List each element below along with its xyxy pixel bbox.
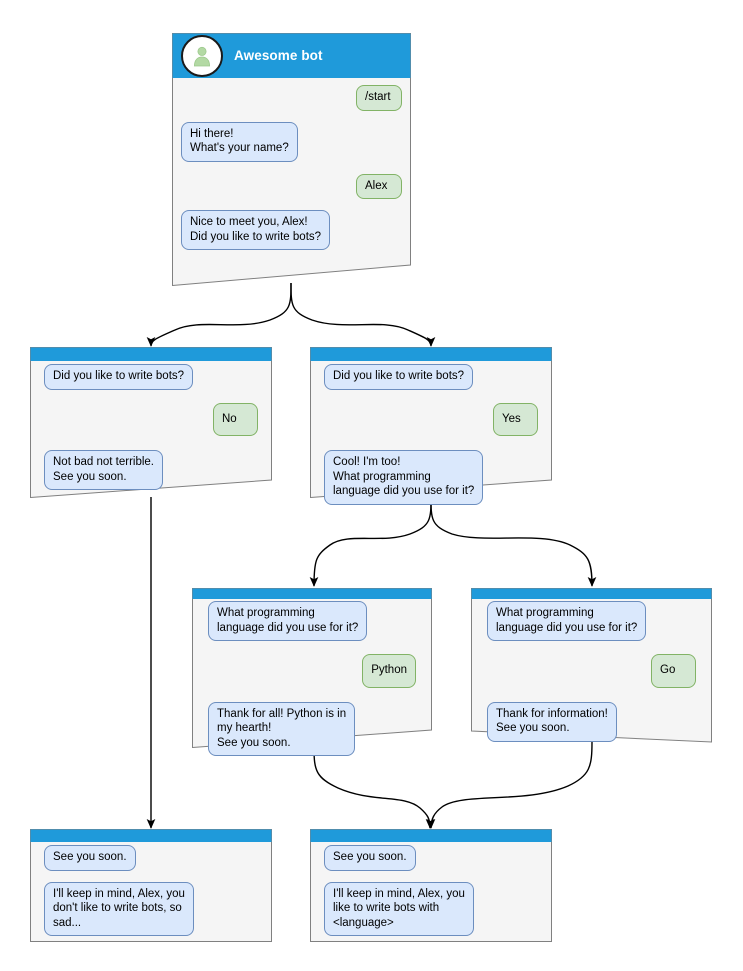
bot-message-bubble[interactable]: Cool! I'm too! What programming language… — [324, 450, 484, 505]
user-message-bubble[interactable]: Yes — [493, 402, 538, 436]
message-list: Did you like to write bots? No Not bad n… — [30, 364, 272, 490]
message-row: See you soon. — [44, 845, 258, 871]
bot-message-bubble[interactable]: Not bad not terrible. See you soon. — [44, 450, 164, 490]
card-body: What programming language did you use fo… — [471, 588, 712, 748]
message-row: See you soon. — [324, 845, 538, 871]
bot-message-bubble[interactable]: Thank for information! See you soon. — [487, 701, 617, 742]
connector-yes-to-python — [309, 496, 432, 587]
message-row: Hi there! What's your name? — [181, 121, 402, 162]
card-body: See you soon. I'll keep in mind, Alex, y… — [310, 829, 552, 942]
message-list: See you soon. I'll keep in mind, Alex, y… — [310, 845, 552, 936]
message-list: See you soon. I'll keep in mind, Alex, y… — [30, 845, 272, 936]
connector-yes-to-go — [430, 496, 597, 587]
user-message-bubble[interactable]: /start — [356, 85, 402, 111]
card-answer-yes[interactable]: Did you like to write bots? Yes Cool! I'… — [310, 347, 552, 505]
connector-go-to-end-yes — [426, 741, 593, 829]
message-row: Python — [208, 654, 416, 688]
user-message-bubble[interactable]: No — [213, 402, 258, 436]
card-lang-python[interactable]: What programming language did you use fo… — [192, 588, 432, 756]
bot-message-bubble[interactable]: Nice to meet you, Alex! Did you like to … — [181, 210, 331, 250]
user-message-bubble[interactable]: Python — [362, 654, 416, 688]
card-start[interactable]: Awesome bot /start Hi there! What's your… — [172, 33, 411, 286]
user-message-bubble[interactable]: Go — [651, 654, 696, 688]
bot-message-bubble[interactable]: See you soon. — [44, 845, 136, 871]
message-row: Yes — [324, 402, 538, 436]
message-row: Did you like to write bots? — [44, 364, 258, 390]
bot-message-bubble[interactable]: See you soon. — [324, 845, 416, 871]
user-message-bubble[interactable]: Alex — [356, 173, 402, 199]
bot-message-bubble[interactable]: Did you like to write bots? — [324, 364, 474, 390]
message-row: Go — [487, 654, 696, 688]
message-row: Alex — [181, 173, 402, 199]
message-row: What programming language did you use fo… — [208, 601, 416, 641]
message-row: What programming language did you use fo… — [487, 601, 696, 641]
message-list: Did you like to write bots? Yes Cool! I'… — [310, 364, 552, 505]
connector-start-to-yes — [290, 282, 436, 347]
message-list: /start Hi there! What's your name? Alex … — [172, 85, 411, 250]
card-body: What programming language did you use fo… — [192, 588, 432, 756]
card-body: See you soon. I'll keep in mind, Alex, y… — [30, 829, 272, 942]
bot-message-bubble[interactable]: Thank for all! Python is in my hearth! S… — [208, 701, 356, 756]
bot-message-bubble[interactable]: I'll keep in mind, Alex, you don't like … — [44, 881, 194, 936]
card-header: Awesome bot — [172, 33, 420, 78]
connector-python-to-end-yes — [313, 747, 435, 829]
message-row: No — [44, 402, 258, 436]
message-row: I'll keep in mind, Alex, you don't like … — [44, 881, 258, 936]
message-row: Not bad not terrible. See you soon. — [44, 450, 258, 490]
card-lang-go[interactable]: What programming language did you use fo… — [471, 588, 712, 748]
connector-start-to-no — [146, 282, 292, 347]
card-body: Awesome bot /start Hi there! What's your… — [172, 33, 411, 286]
bot-message-bubble[interactable]: I'll keep in mind, Alex, you like to wri… — [324, 881, 474, 936]
card-end-no[interactable]: See you soon. I'll keep in mind, Alex, y… — [30, 829, 272, 942]
card-answer-no[interactable]: Did you like to write bots? No Not bad n… — [30, 347, 272, 498]
message-row: Cool! I'm too! What programming language… — [324, 450, 538, 505]
message-row: /start — [181, 85, 402, 111]
message-row: Thank for all! Python is in my hearth! S… — [208, 701, 416, 756]
message-list: What programming language did you use fo… — [471, 601, 712, 742]
bot-message-bubble[interactable]: Did you like to write bots? — [44, 364, 194, 390]
message-list: What programming language did you use fo… — [192, 601, 432, 756]
person-avatar-icon — [181, 34, 223, 77]
message-row: I'll keep in mind, Alex, you like to wri… — [324, 881, 538, 936]
card-body: Did you like to write bots? No Not bad n… — [30, 347, 272, 498]
bot-message-bubble[interactable]: What programming language did you use fo… — [487, 601, 647, 641]
message-row: Did you like to write bots? — [324, 364, 538, 390]
bot-message-bubble[interactable]: Hi there! What's your name? — [181, 121, 298, 162]
card-body: Did you like to write bots? Yes Cool! I'… — [310, 347, 552, 505]
card-title: Awesome bot — [234, 48, 323, 63]
message-row: Nice to meet you, Alex! Did you like to … — [181, 210, 402, 250]
message-row: Thank for information! See you soon. — [487, 701, 696, 742]
bot-message-bubble[interactable]: What programming language did you use fo… — [208, 601, 368, 641]
card-end-yes[interactable]: See you soon. I'll keep in mind, Alex, y… — [310, 829, 552, 942]
